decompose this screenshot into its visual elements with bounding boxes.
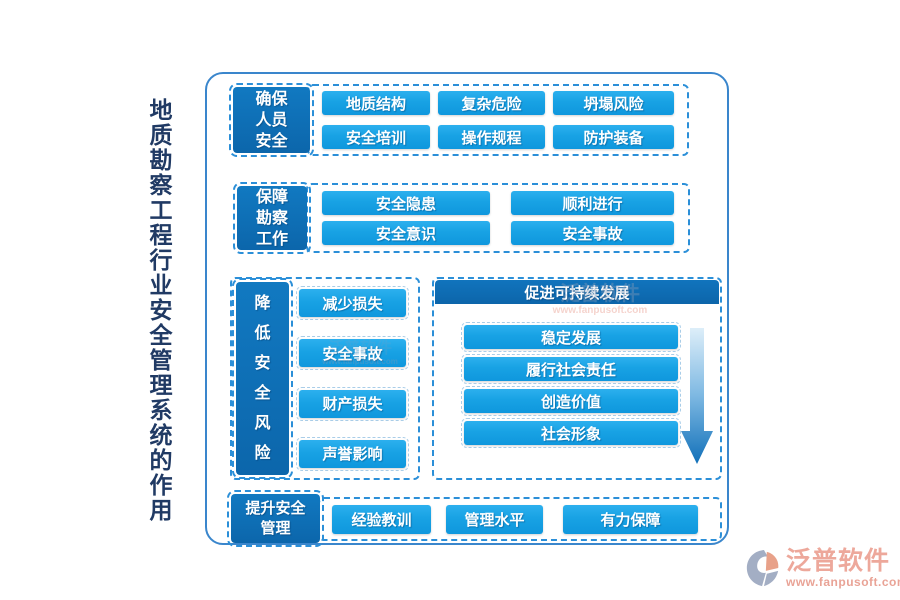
chip-strong-guarantee: 有力保障 xyxy=(563,504,698,534)
chip-create-value: 创造价值 xyxy=(461,386,681,416)
chip-safety-training: 安全培训 xyxy=(322,125,430,149)
brand-name: 泛普软件 xyxy=(786,547,891,575)
page-title: 地质勘察工程行业安全管理系统的作用 xyxy=(146,98,171,523)
section-safeguard-survey-work: 安全隐患 顺利进行 安全意识 安全事故 xyxy=(306,183,690,253)
section-improve-safety-management: 经验教训 管理水平 有力保障 xyxy=(318,497,722,541)
down-arrow-icon xyxy=(681,328,713,464)
section-reduce-safety-risk: 减少损失 安全事故 财产损失 声誉影响 xyxy=(230,277,420,480)
section-1-chip-grid: 地质结构 复杂危险 坍塌风险 安全培训 操作规程 防护装备 xyxy=(309,86,687,154)
brand-text: 泛普软件 www.fanpusoft.com xyxy=(786,548,900,589)
chip-safety-awareness: 安全意识 xyxy=(322,221,490,245)
brand-logo: 泛普软件 www.fanpusoft.com xyxy=(744,548,900,590)
chip-stable-development: 稳定发展 xyxy=(461,322,681,352)
section-1-label: 确保人员安全 xyxy=(229,83,314,157)
section-2-label: 保障勘察工作 xyxy=(233,182,311,254)
chip-reputation-impact: 声誉影响 xyxy=(296,436,409,471)
section-3-label: 降低安全风险 xyxy=(232,278,293,479)
chip-management-level: 管理水平 xyxy=(446,504,543,534)
chip-collapse-risk: 坍塌风险 xyxy=(553,91,674,115)
chip-property-loss: 财产损失 xyxy=(296,386,409,421)
chip-lessons-learned: 经验教训 xyxy=(332,504,431,534)
chip-geological-structure: 地质结构 xyxy=(322,91,430,115)
sustainable-development-panel: 促进可持续发展 稳定发展 履行社会责任 创造价值 社会形象 xyxy=(432,277,722,480)
chip-protective-equipment: 防护装备 xyxy=(553,125,674,149)
brand-url: www.fanpusoft.com xyxy=(786,575,900,589)
chip-social-image: 社会形象 xyxy=(461,418,681,448)
panel-header: 促进可持续发展 xyxy=(435,280,719,304)
panel-chip-column: 稳定发展 履行社会责任 创造价值 社会形象 xyxy=(461,322,681,448)
section-2-chip-grid: 安全隐患 顺利进行 安全意识 安全事故 xyxy=(308,185,688,251)
chip-smooth-progress: 顺利进行 xyxy=(511,191,674,215)
chip-safety-accident: 安全事故 xyxy=(511,221,674,245)
section-ensure-personnel-safety: 地质结构 复杂危险 坍塌风险 安全培训 操作规程 防护装备 xyxy=(307,84,689,156)
chip-social-responsibility: 履行社会责任 xyxy=(461,354,681,384)
section-4-label: 提升安全管理 xyxy=(227,490,324,547)
section-4-chip-row: 经验教训 管理水平 有力保障 xyxy=(320,499,720,539)
chip-reduce-losses: 减少损失 xyxy=(296,286,409,320)
fanpu-logo-icon xyxy=(746,550,779,587)
outer-frame xyxy=(205,72,729,545)
chip-safety-accident-2: 安全事故 xyxy=(296,336,409,371)
section-3-chip-column: 减少损失 安全事故 财产损失 声誉影响 xyxy=(232,279,418,478)
chip-complex-danger: 复杂危险 xyxy=(438,91,545,115)
chip-operating-rules: 操作规程 xyxy=(438,125,545,149)
chip-safety-hazard: 安全隐患 xyxy=(322,191,490,215)
